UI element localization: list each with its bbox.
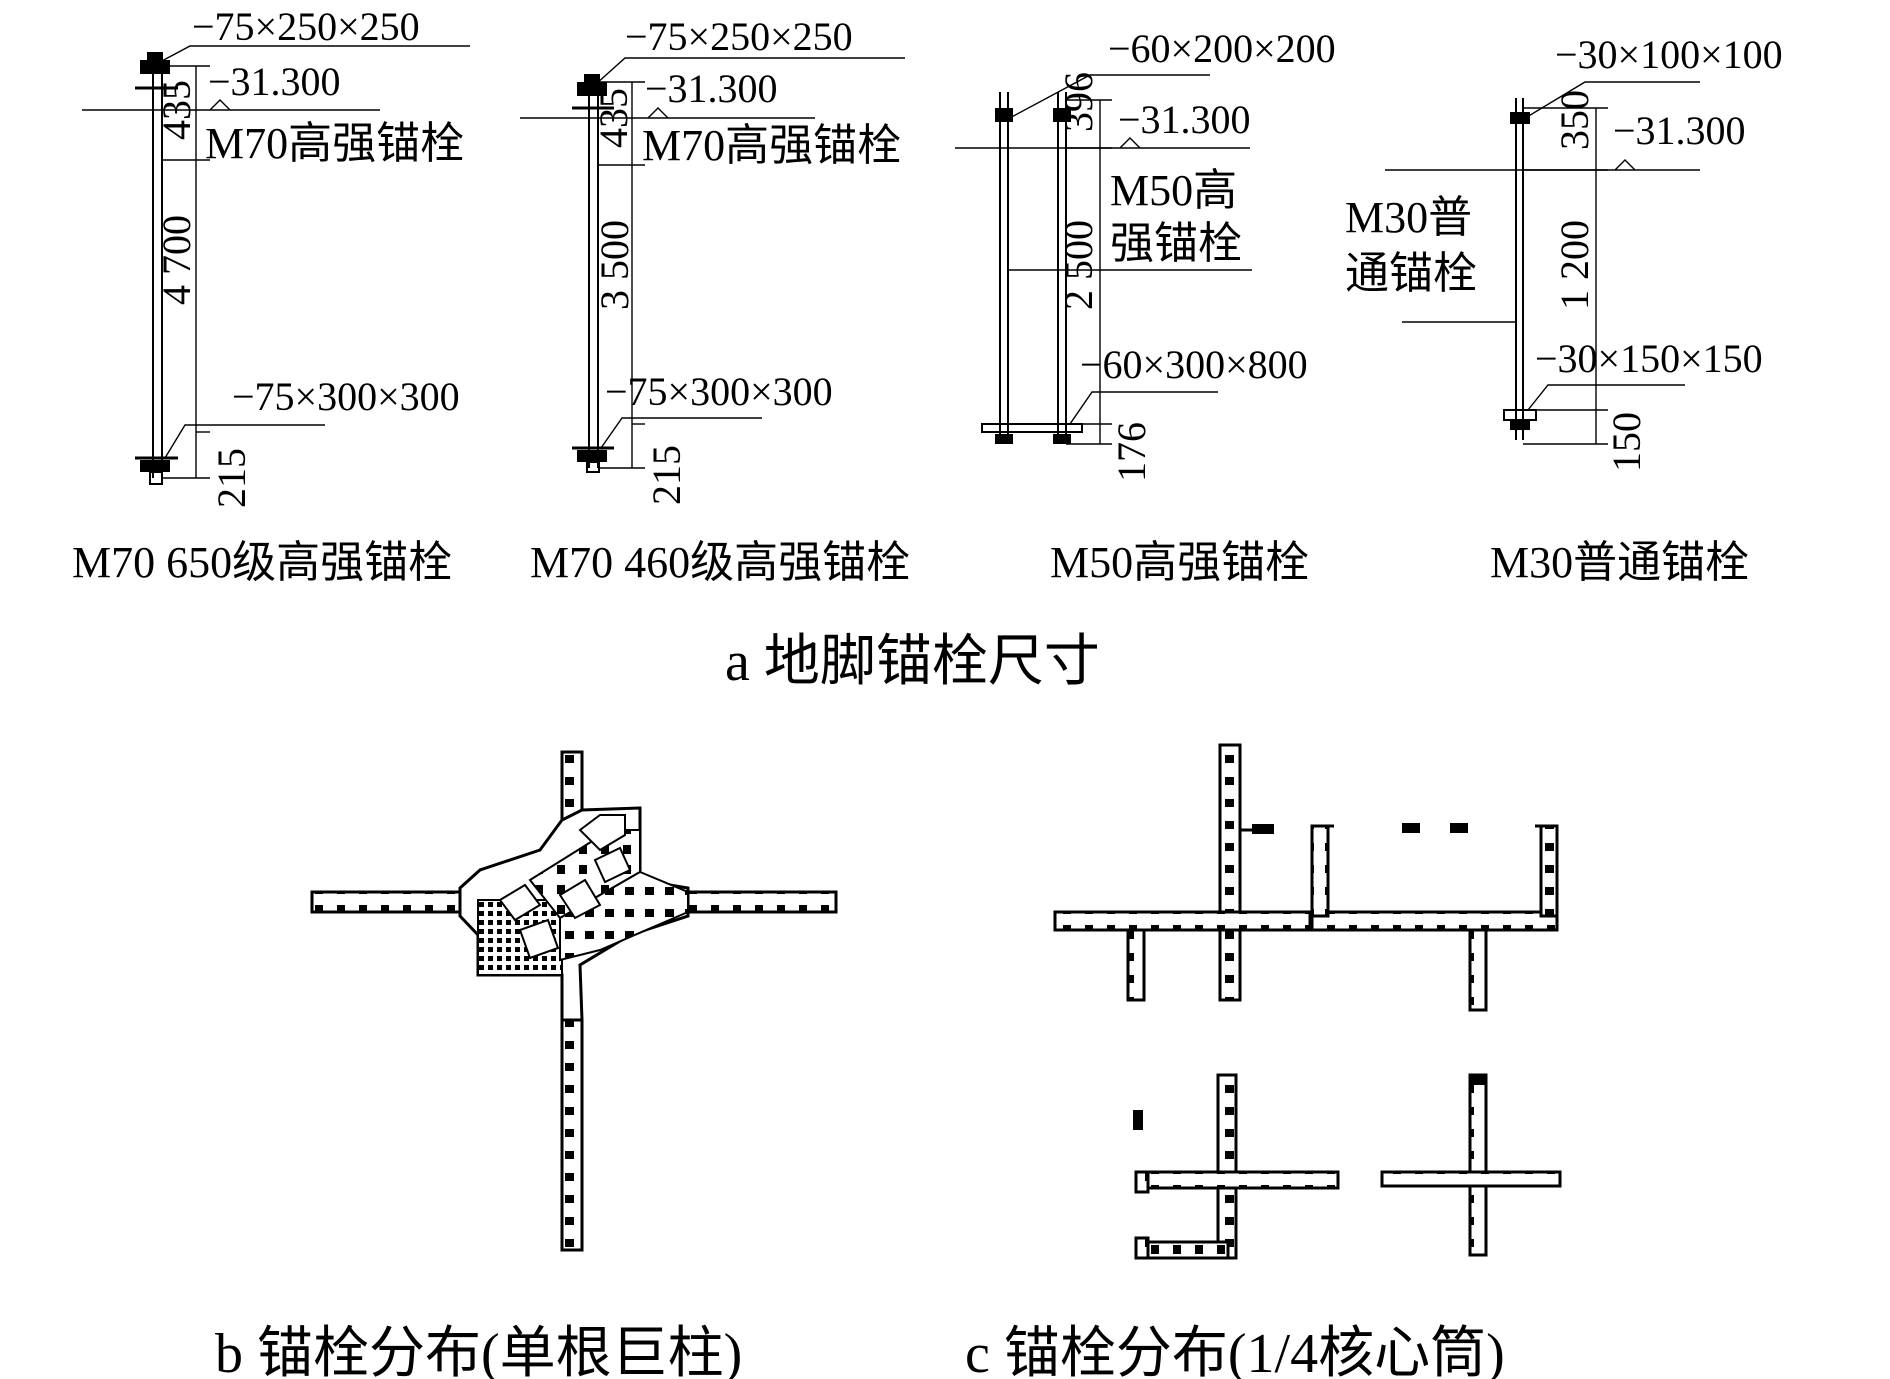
bolt-3-dim-mid: 2 500 (1056, 220, 1101, 310)
bolt-2-bottom-plate: −75×300×300 (605, 369, 833, 414)
bolt-3-caption: M50高强锚栓 (1050, 538, 1309, 587)
bolt-2-top-plate: −75×250×250 (625, 14, 853, 59)
bolt-3-label-line2: 强锚栓 (1110, 219, 1242, 268)
bolt-m50: 396 2 500 176 −60×200×200 −31.300 M50高 强… (955, 26, 1336, 587)
bolt-m70-460: 435 3 500 215 −75×250×250 −31.300 M70高强锚… (520, 14, 910, 587)
panel-c: c 锚栓分布(1/4核心筒) (965, 743, 1562, 1379)
bolt-3-bottom-plate: −60×300×800 (1080, 342, 1308, 387)
bolt-2-dim-bottom: 215 (644, 445, 689, 505)
core-wall-top-left (1053, 743, 1312, 1002)
bolt-1-label: M70高强锚栓 (205, 119, 464, 168)
panel-b-title: b 锚栓分布(单根巨柱) (215, 1323, 742, 1379)
bolt-4-dim-top: 350 (1552, 90, 1597, 150)
bolt-3-top-plate: −60×200×200 (1108, 26, 1336, 71)
bolt-4-caption: M30普通锚栓 (1490, 538, 1749, 587)
bolt-1-top-plate: −75×250×250 (192, 4, 420, 49)
bolt-4-label-line2: 通锚栓 (1345, 249, 1477, 298)
bolt-4-dim-mid: 1 200 (1552, 220, 1597, 310)
bolt-1-caption: M70 650级高强锚栓 (72, 538, 452, 587)
bolt-1-dim-mid: 4 700 (154, 215, 199, 305)
bolt-2-elevation: −31.300 (645, 66, 778, 111)
bolt-1-elevation: −31.300 (208, 59, 341, 104)
bolt-4-label-line1: M30普 (1345, 193, 1472, 242)
bolt-3-label-line1: M50高 (1110, 166, 1237, 215)
bolt-m70-650: 435 4 700 215 −75×250×250 −31.300 M70高强锚… (72, 4, 470, 587)
bolt-4-dim-bottom: 150 (1604, 412, 1649, 472)
panel-a: 435 4 700 215 −75×250×250 −31.300 M70高强锚… (72, 4, 1783, 693)
panel-b: b 锚栓分布(单根巨柱) (215, 750, 838, 1379)
bolt-3-dim-bottom: 176 (1109, 422, 1154, 482)
bolt-4-bottom-plate: −30×150×150 (1535, 336, 1763, 381)
bolt-m30: 350 1 200 150 −30×100×100 −31.300 M30普 通… (1345, 32, 1783, 587)
bolt-2-label: M70高强锚栓 (642, 121, 901, 170)
bolt-4-elevation: −31.300 (1613, 108, 1746, 153)
bolt-1-bottom-plate: −75×300×300 (232, 374, 460, 419)
bolt-1-dim-bottom: 215 (209, 448, 254, 508)
core-wall-bottom-right (1380, 1073, 1562, 1257)
panel-a-title: a 地脚锚栓尺寸 (725, 631, 1100, 693)
bolt-3-dim-top: 396 (1056, 72, 1101, 132)
panel-c-title: c 锚栓分布(1/4核心筒) (965, 1323, 1505, 1379)
core-wall-top-right (1310, 823, 1559, 1012)
bolt-2-dim-mid: 3 500 (592, 220, 637, 310)
bolt-3-elevation: −31.300 (1118, 97, 1251, 142)
bolt-2-caption: M70 460级高强锚栓 (530, 538, 910, 587)
bolt-4-top-plate: −30×100×100 (1555, 32, 1783, 77)
core-wall-bottom-left (1133, 1073, 1340, 1260)
